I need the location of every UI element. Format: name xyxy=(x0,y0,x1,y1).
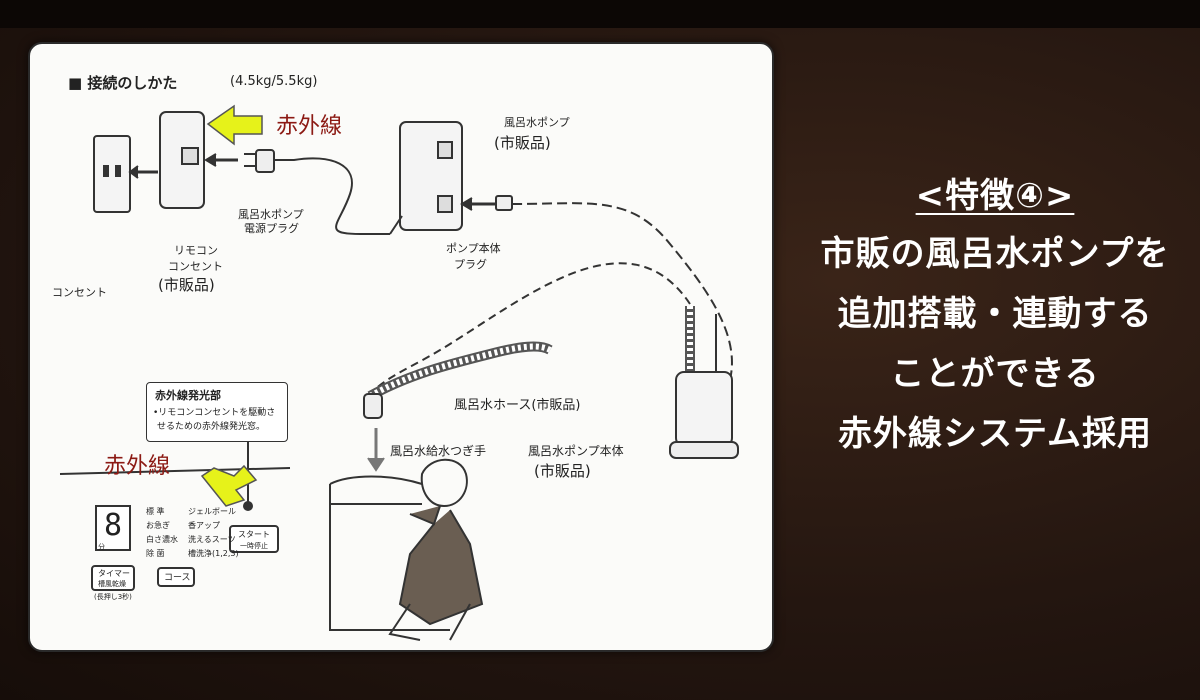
menu-item: お急ぎ xyxy=(146,521,170,530)
section-title: ■ 接続のしかた xyxy=(68,74,178,92)
pump-label: 風呂水ポンプ xyxy=(504,116,570,129)
ir-callout-title: 赤外線発光部 xyxy=(155,389,221,402)
feature-line: 市販の風呂水ポンプを xyxy=(820,234,1170,274)
manual-panel: ■ 接続のしかた (4.5kg/5.5kg) 赤外線 風呂水ポンプ (市販品) … xyxy=(28,42,774,652)
menu-item: ジェルボール xyxy=(188,507,236,516)
menu-item: 香アップ xyxy=(188,521,220,530)
timer-digit: 8 xyxy=(104,508,123,543)
start-label: スタート xyxy=(238,530,270,539)
pump-plug-label-2: 電源プラグ xyxy=(244,222,299,235)
timer-sublabel: 槽風乾燥 xyxy=(98,580,126,588)
pump-body-label: 風呂水ポンプ本体 xyxy=(528,444,624,458)
course-button xyxy=(157,567,195,587)
timer-label: タイマー xyxy=(98,569,130,578)
ir-emitter xyxy=(243,501,253,511)
ir-callout-line1: •リモコンコンセントを駆動さ xyxy=(153,408,276,418)
remote-outlet-label-3: (市販品) xyxy=(158,276,215,294)
feature-heading: <特徴④> xyxy=(915,176,1075,216)
feature-line: 追加搭載・連動する xyxy=(837,294,1153,334)
feature-line: ことができる xyxy=(890,354,1100,394)
pump-controller xyxy=(399,121,463,231)
menu-item: 白さ濃水 xyxy=(146,535,178,544)
remote-outlet-label-2: コンセント xyxy=(168,260,223,273)
connection-diagram xyxy=(59,104,739,641)
timer-unit: 分 xyxy=(98,543,105,551)
menu-item: 除 菌 xyxy=(146,549,165,558)
pump-body-plug xyxy=(495,195,513,211)
course-label: コース xyxy=(164,573,191,583)
pump-label-commercial: (市販品) xyxy=(494,134,551,152)
menu-item: 槽洗浄(1,2,3) xyxy=(188,549,239,558)
hose-label: 風呂水ホース(市販品) xyxy=(454,398,581,413)
wall-outlet xyxy=(93,135,131,213)
pump-body xyxy=(675,371,733,447)
start-sublabel: 一時停止 xyxy=(240,542,268,550)
infrared-label-top: 赤外線 xyxy=(276,114,343,139)
start-button xyxy=(229,525,279,553)
water-joint xyxy=(363,393,383,419)
pump-body-label-2: (市販品) xyxy=(534,462,591,480)
feature-line: 赤外線システム採用 xyxy=(838,414,1152,454)
timer-button xyxy=(91,565,135,591)
outlet-label: コンセント xyxy=(52,286,107,299)
pump-plug-label: 風呂水ポンプ xyxy=(238,208,304,221)
ir-callout-line2: せるための赤外線発光窓。 xyxy=(157,422,266,432)
body-plug-label: ポンプ本体 xyxy=(446,242,501,255)
pump-power-plug xyxy=(255,149,275,173)
menu-item: 洗えるスーツ xyxy=(188,535,236,544)
timer-hold-note: (長押し3秒) xyxy=(94,593,132,601)
menu-item: 標 準 xyxy=(146,507,165,516)
joint-label: 風呂水給水つぎ手 xyxy=(390,444,487,458)
infrared-arrow-top xyxy=(206,104,263,146)
person-figure xyxy=(388,458,484,641)
top-bar xyxy=(0,0,1200,28)
infrared-arrow-bottom xyxy=(200,464,258,507)
section-subtitle: (4.5kg/5.5kg) xyxy=(230,74,318,89)
ir-callout: 赤外線発光部 •リモコンコンセントを駆動さ せるための赤外線発光窓。 xyxy=(146,382,288,442)
remote-outlet-label: リモコン xyxy=(174,244,218,257)
infrared-label-bottom: 赤外線 xyxy=(104,454,171,479)
body-plug-label-2: プラグ xyxy=(454,258,487,271)
washing-machine xyxy=(329,484,450,631)
timer-display xyxy=(95,505,131,551)
